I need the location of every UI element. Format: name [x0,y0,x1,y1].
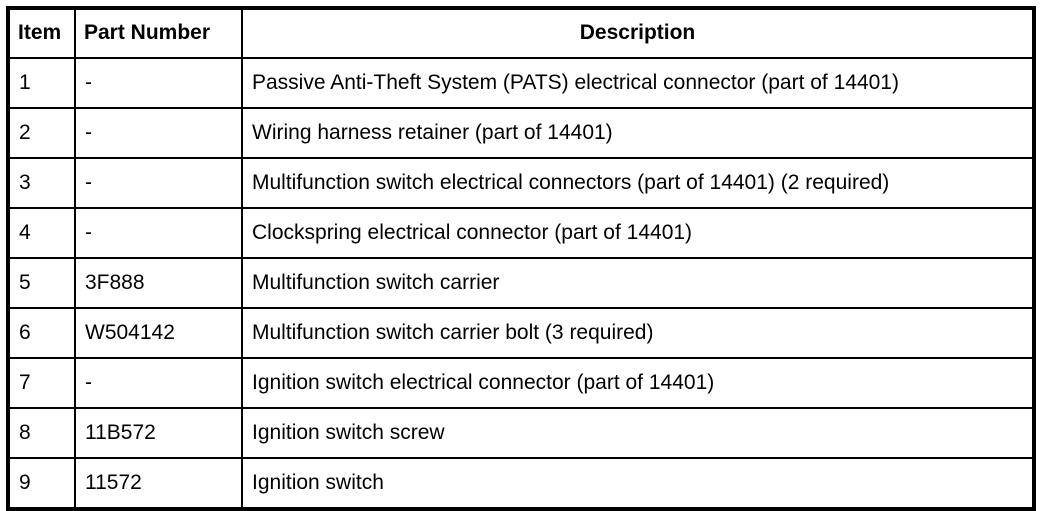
cell-description: Multifunction switch carrier bolt (3 req… [241,307,1035,359]
cell-item: 1 [7,57,76,109]
table-header-row: Item Part Number Description [7,7,1035,59]
cell-item: 4 [7,207,76,259]
column-header-part-number: Part Number [74,7,243,59]
cell-part-number: 11B572 [74,407,243,459]
cell-description: Ignition switch electrical connector (pa… [241,357,1035,409]
column-header-item: Item [7,7,76,59]
cell-part-number: - [74,207,243,259]
cell-description: Passive Anti-Theft System (PATS) electri… [241,57,1035,109]
cell-part-number: 3F888 [74,257,243,309]
cell-part-number: 11572 [74,457,243,510]
table-row: 3 - Multifunction switch electrical conn… [7,157,1035,209]
cell-item: 3 [7,157,76,209]
table-row: 5 3F888 Multifunction switch carrier [7,257,1035,309]
cell-item: 7 [7,357,76,409]
cell-part-number: W504142 [74,307,243,359]
cell-item: 5 [7,257,76,309]
cell-part-number: - [74,357,243,409]
table-row: 9 11572 Ignition switch [7,457,1035,510]
table-row: 2 - Wiring harness retainer (part of 144… [7,107,1035,159]
cell-item: 6 [7,307,76,359]
table-body: 1 - Passive Anti-Theft System (PATS) ele… [7,57,1035,510]
cell-description: Multifunction switch carrier [241,257,1035,309]
table-row: 4 - Clockspring electrical connector (pa… [7,207,1035,259]
cell-description: Wiring harness retainer (part of 14401) [241,107,1035,159]
parts-table-container: Item Part Number Description 1 - Passive… [6,6,1036,511]
column-header-description: Description [241,7,1035,59]
cell-part-number: - [74,57,243,109]
cell-part-number: - [74,107,243,159]
table-row: 7 - Ignition switch electrical connector… [7,357,1035,409]
cell-description: Clockspring electrical connector (part o… [241,207,1035,259]
table-row: 1 - Passive Anti-Theft System (PATS) ele… [7,57,1035,109]
cell-description: Ignition switch [241,457,1035,510]
cell-item: 2 [7,107,76,159]
table-header: Item Part Number Description [7,7,1035,59]
cell-description: Multifunction switch electrical connecto… [241,157,1035,209]
cell-item: 9 [7,457,76,510]
table-row: 8 11B572 Ignition switch screw [7,407,1035,459]
cell-part-number: - [74,157,243,209]
parts-legend-table: Item Part Number Description 1 - Passive… [6,6,1036,511]
cell-item: 8 [7,407,76,459]
table-row: 6 W504142 Multifunction switch carrier b… [7,307,1035,359]
cell-description: Ignition switch screw [241,407,1035,459]
